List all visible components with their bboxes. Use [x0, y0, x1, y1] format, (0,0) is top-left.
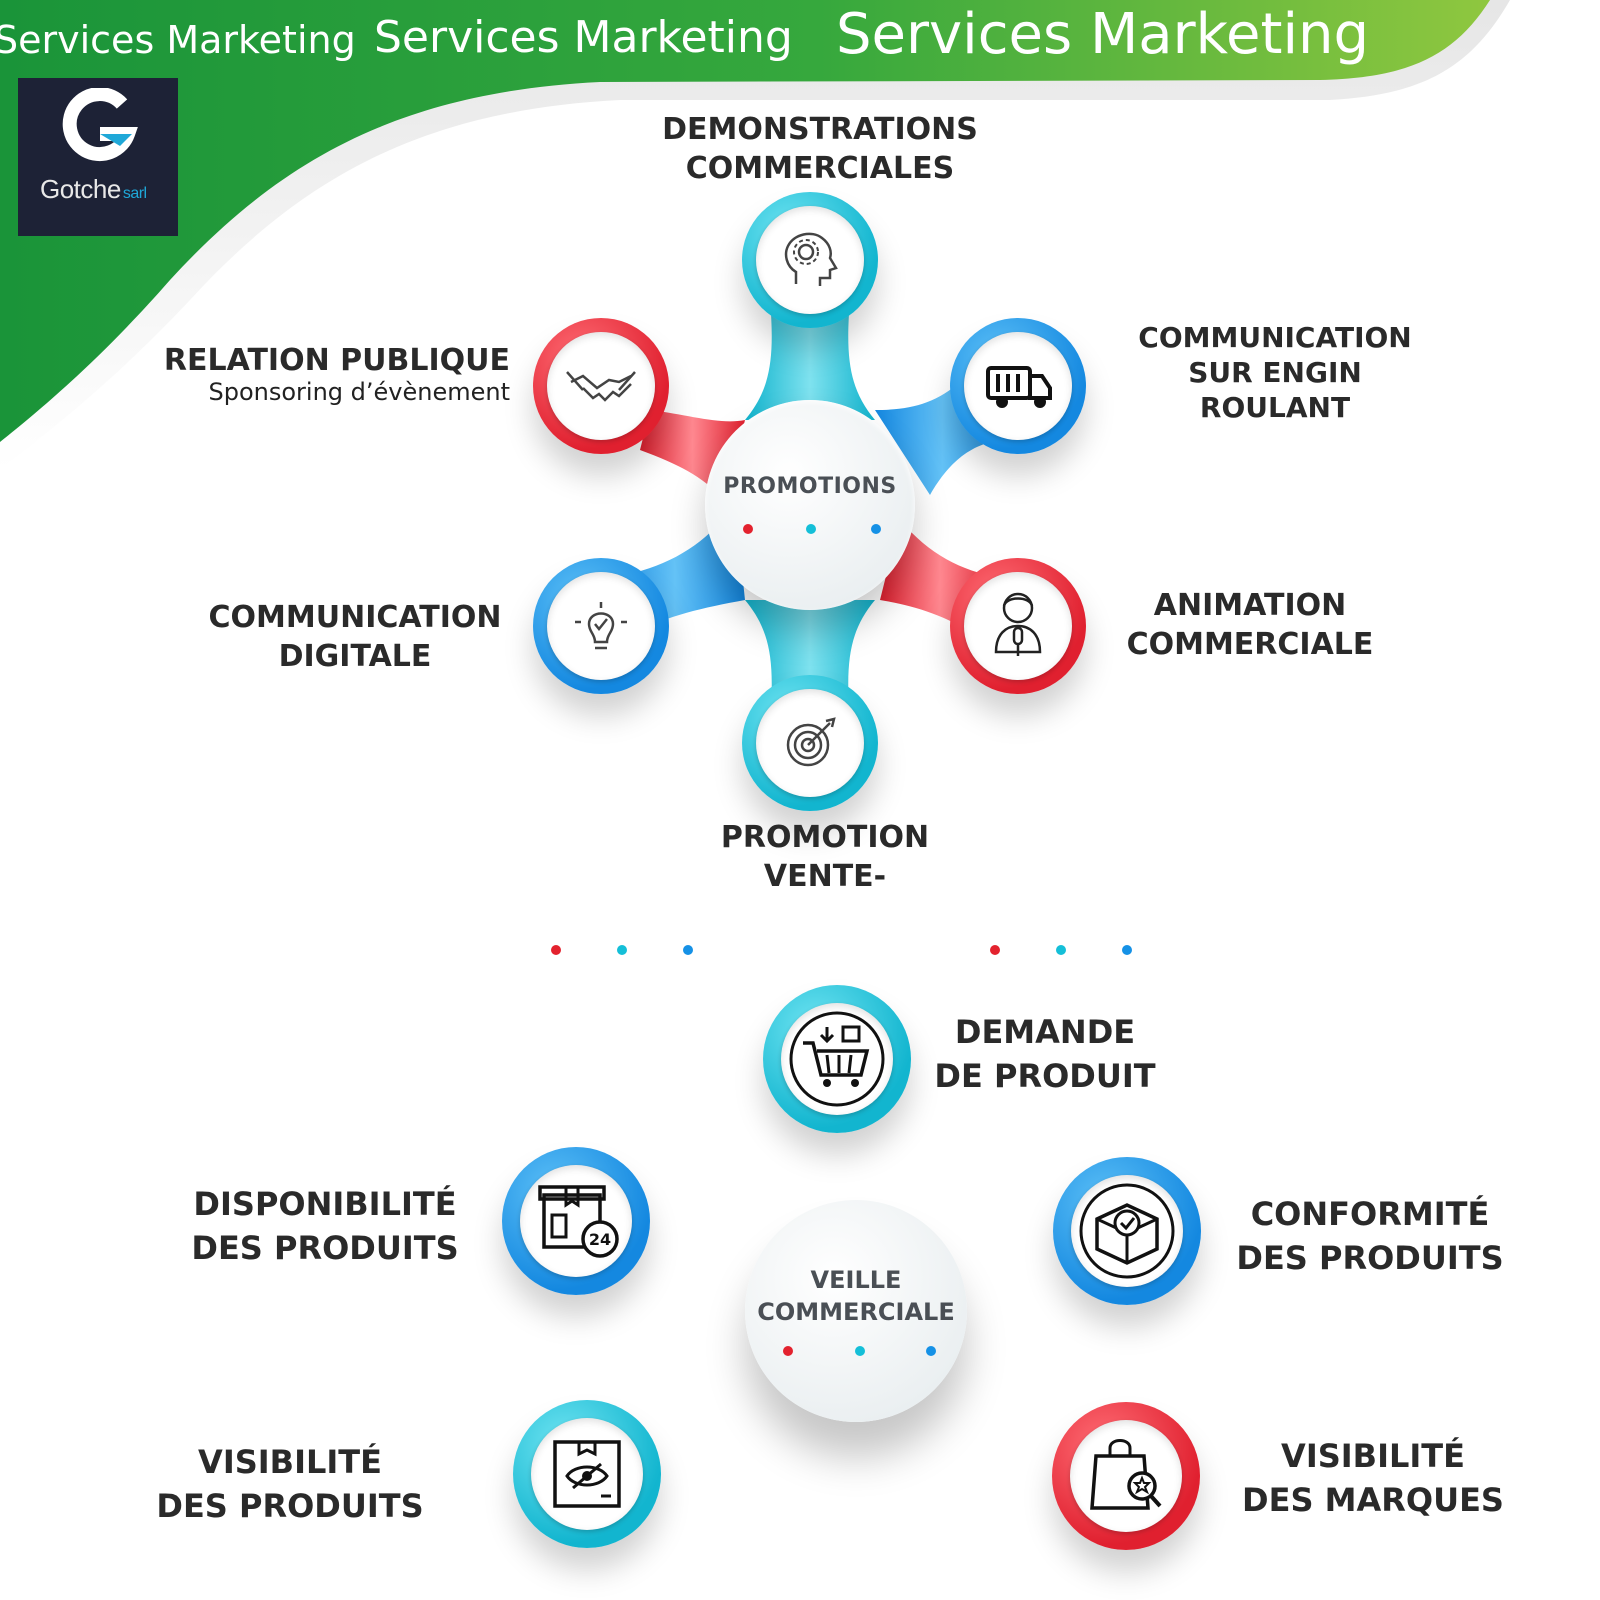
presenter-icon — [994, 592, 1042, 656]
hub-dot-blue — [926, 1346, 936, 1356]
label-line: RELATION PUBLIQUE — [163, 343, 510, 378]
label-line: DIGITALE — [278, 639, 432, 674]
hub-dot-blue — [871, 524, 881, 534]
label-line: DES MARQUES — [1242, 1481, 1504, 1520]
promotions-hub-label: PROMOTIONS — [723, 474, 897, 499]
label-demonstrations: DEMONSTRATIONS COMMERCIALES — [650, 110, 990, 188]
node-demonstrations — [742, 192, 878, 328]
box-24h-icon: 24 — [538, 1185, 619, 1258]
node-visibilite-produits — [513, 1400, 661, 1548]
label-visibilite-produits: VISIBILITÉ DES PRODUITS — [145, 1440, 435, 1528]
handshake-icon — [566, 371, 636, 402]
banner-title-1: Services Marketing — [0, 18, 356, 62]
node-engin — [950, 318, 1086, 454]
banner-title-3: Services Marketing — [836, 2, 1370, 67]
target-icon — [786, 717, 836, 767]
truck-icon — [986, 366, 1052, 408]
lightbulb-icon — [575, 602, 627, 650]
box-badge-icon — [1079, 1183, 1175, 1279]
node-demande — [763, 985, 911, 1133]
node-visibilite-marques — [1052, 1402, 1200, 1550]
label-line: VENTE- — [763, 859, 887, 894]
label-line: SUR ENGIN ROULANT — [1188, 356, 1362, 424]
bag-search-icon — [1090, 1439, 1162, 1510]
svg-text:24: 24 — [589, 1230, 611, 1249]
separator-dot-cyan — [617, 945, 627, 955]
banner-background — [0, 0, 1510, 470]
node-disponibilite: 24 — [502, 1147, 650, 1295]
label-line: CONFORMITÉ — [1250, 1195, 1490, 1233]
label-animation: ANIMATION COMMERCIALE — [1100, 586, 1400, 664]
logo-suffix: sarl — [122, 185, 147, 202]
label-subtitle: Sponsoring d’évènement — [208, 377, 511, 406]
head-gear-icon — [784, 232, 838, 286]
separator-dot-blue — [1122, 945, 1132, 955]
separator-dot-red — [990, 945, 1000, 955]
label-line: DES PRODUITS — [191, 1229, 459, 1268]
logo-name: Gotche — [40, 174, 121, 204]
hub-dot-red — [783, 1346, 793, 1356]
node-conformite — [1053, 1157, 1201, 1305]
label-disponibilite: DISPONIBILITÉ DES PRODUITS — [180, 1182, 470, 1270]
label-line: DISPONIBILITÉ — [193, 1185, 457, 1223]
veille-hub-label-line: COMMERCIALE — [757, 1298, 955, 1327]
label-line: COMMERCIALE — [1126, 627, 1374, 662]
separator-dot-red — [551, 945, 561, 955]
label-line: DEMONSTRATIONS — [662, 112, 978, 147]
node-digitale — [533, 558, 669, 694]
hub-dot-cyan — [855, 1346, 865, 1356]
label-line: COMMERCIALES — [685, 151, 955, 186]
banner-title-2: Services Marketing — [374, 12, 793, 63]
hub-dot-cyan — [806, 524, 816, 534]
node-relation — [533, 318, 669, 454]
gotche-g-icon — [62, 88, 138, 162]
label-line: PROMOTION — [720, 820, 930, 855]
label-line: DE PRODUIT — [934, 1057, 1156, 1096]
veille-hub-label: VEILLE COMMERCIALE — [745, 1264, 967, 1329]
separator-dot-cyan — [1056, 945, 1066, 955]
label-line: DES PRODUITS — [1236, 1239, 1504, 1278]
label-engin: COMMUNICATION SUR ENGIN ROULANT — [1110, 320, 1440, 425]
label-relation: RELATION PUBLIQUE Sponsoring d’évènement — [150, 343, 511, 406]
label-digitale: COMMUNICATION DIGITALE — [190, 598, 520, 676]
label-demande: DEMANDE DE PRODUIT — [920, 1010, 1170, 1098]
label-line: DEMANDE — [954, 1013, 1136, 1051]
shopping-cart-icon — [789, 1011, 885, 1107]
veille-hub: VEILLE COMMERCIALE — [745, 1200, 967, 1422]
hub-dot-red — [743, 524, 753, 534]
label-line: COMMUNICATION — [1138, 321, 1412, 354]
label-visibilite-marques: VISIBILITÉ DES MARQUES — [1228, 1434, 1518, 1522]
promotions-hub: PROMOTIONS — [705, 400, 915, 610]
label-line: COMMUNICATION — [208, 600, 502, 635]
label-line: VISIBILITÉ — [198, 1443, 382, 1481]
label-line: ANIMATION — [1153, 588, 1347, 623]
box-eye-icon — [553, 1440, 621, 1508]
label-conformite: CONFORMITÉ DES PRODUITS — [1225, 1192, 1515, 1280]
separator-dot-blue — [683, 945, 693, 955]
veille-hub-label-line: VEILLE — [810, 1266, 902, 1294]
node-vente — [742, 675, 878, 811]
label-line: DES PRODUITS — [156, 1487, 424, 1526]
node-animation — [950, 558, 1086, 694]
label-line: VISIBILITÉ — [1281, 1437, 1465, 1475]
label-vente: PROMOTION VENTE- — [680, 818, 970, 896]
